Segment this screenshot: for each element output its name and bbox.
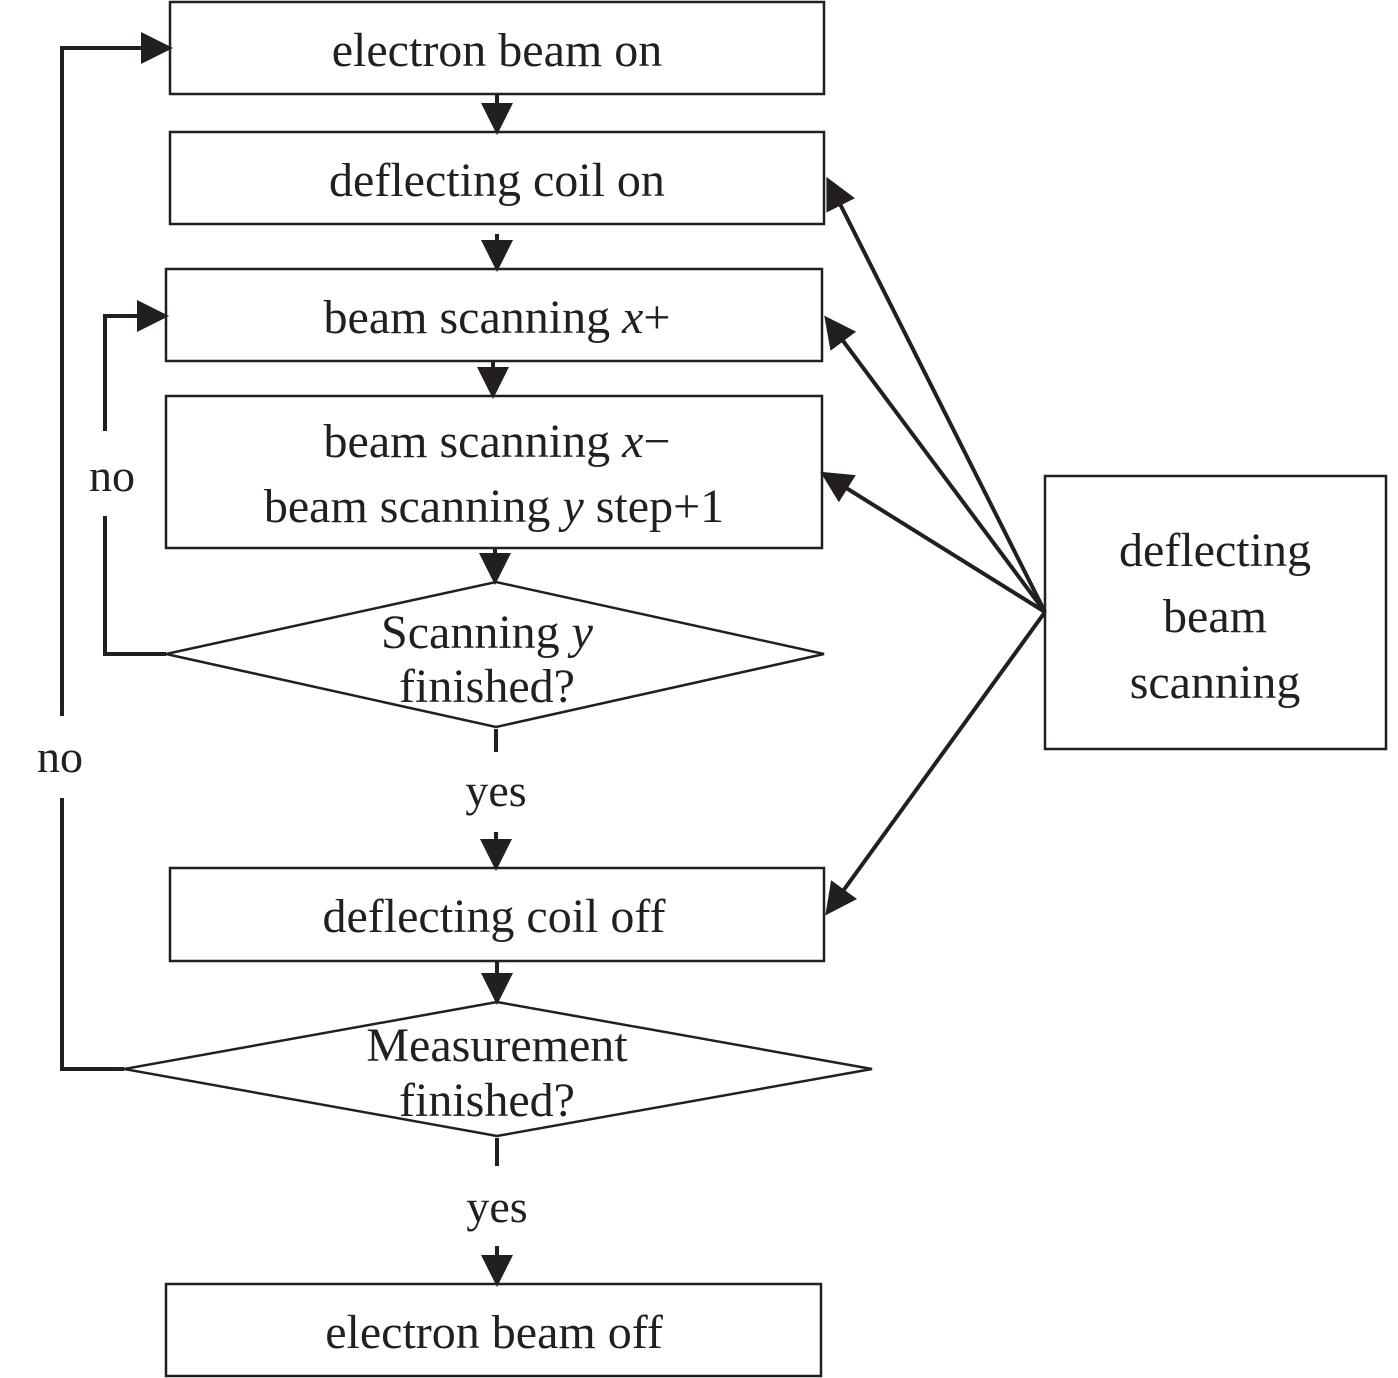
decision-scanning-y-line2: finished? [399,660,575,713]
node-beam-scanning-x-minus-line1: beam scanning x− [324,415,671,468]
decision-measurement-line1: Measurement [366,1019,628,1072]
node-deflecting-coil-on-label: deflecting coil on [329,154,665,207]
edge-inner-no-loop-lower [103,516,166,656]
edge-inner-no-loop-upper [103,300,169,431]
node-deflecting-beam-scanning-line3: scanning [1130,656,1301,709]
node-electron-beam-on: electron beam on [168,0,826,96]
decision-scanning-y-finished: Scanning y finished? [165,580,825,729]
edge-controller-to-scan-x-minus [820,471,1047,614]
node-electron-beam-off: electron beam off [164,1282,823,1378]
node-beam-scanning-x-minus-line2: beam scanning y step+1 [264,480,724,533]
edge-label-yes-scanning-y: yes [465,765,526,816]
node-deflecting-beam-scanning: deflecting beam scanning [1043,474,1388,751]
edge-controller-to-coil-on [826,176,1047,613]
node-electron-beam-off-label: electron beam off [325,1306,663,1359]
edge-controller-to-coil-off [825,610,1047,916]
edge-label-no-outer: no [37,731,83,782]
node-beam-scanning-x-plus-label: beam scanning x+ [324,291,671,344]
node-deflecting-coil-on: deflecting coil on [168,130,826,226]
node-deflecting-coil-off: deflecting coil off [168,866,826,963]
decision-scanning-y-line1: Scanning y [381,606,594,659]
node-deflecting-beam-scanning-line2: beam [1163,590,1267,643]
edge-outer-no-loop-upper [60,32,173,716]
edge-label-no-inner: no [89,450,135,501]
node-beam-scanning-x-minus: beam scanning x− beam scanning y step+1 [164,394,824,550]
node-deflecting-beam-scanning-line1: deflecting [1119,524,1311,577]
decision-measurement-line2: finished? [399,1074,575,1127]
node-beam-scanning-x-plus: beam scanning x+ [164,267,824,363]
edge-label-yes-measurement: yes [466,1181,527,1232]
decision-measurement-finished: Measurement finished? [123,1000,873,1138]
node-electron-beam-on-label: electron beam on [332,24,663,77]
node-deflecting-coil-off-label: deflecting coil off [323,890,666,943]
edge-outer-no-loop-lower [60,798,124,1071]
edge-controller-to-scan-x-plus [824,315,1047,614]
